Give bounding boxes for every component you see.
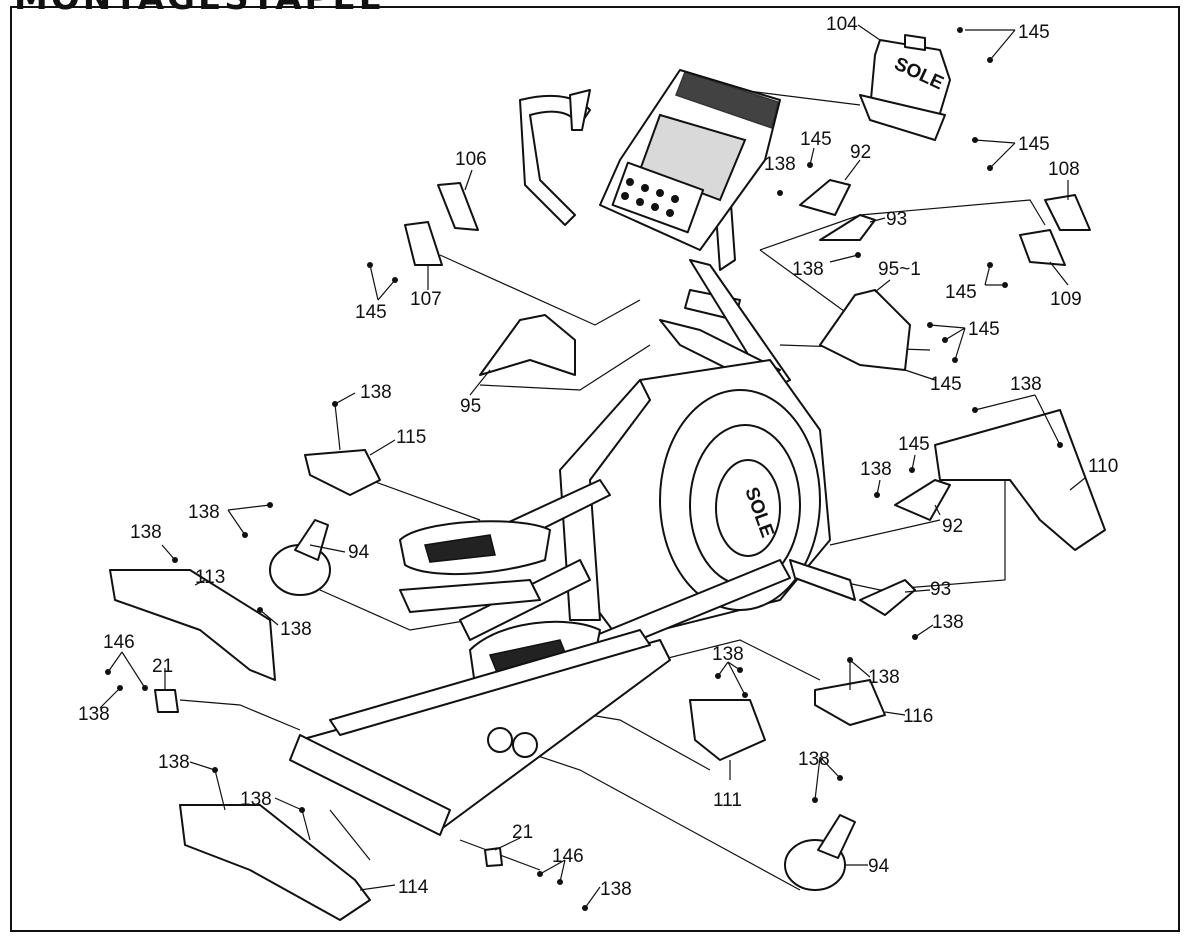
- callout-138: 138: [188, 502, 220, 523]
- callout-94: 94: [348, 542, 370, 563]
- page-heading: MONTAGESTAPEL: [14, 0, 383, 18]
- part-21-right-bracket: [484, 847, 503, 867]
- callout-138: 138: [792, 259, 824, 280]
- part-21-left-bracket: [154, 689, 179, 713]
- base-rail: [289, 629, 671, 836]
- callout-138: 138: [280, 619, 312, 640]
- callout-138: 138: [600, 879, 632, 900]
- callout-107: 107: [410, 289, 442, 310]
- callout-145: 145: [945, 282, 977, 303]
- console-keypad: [611, 161, 705, 234]
- callout-145: 145: [930, 374, 962, 395]
- callout-138: 138: [130, 522, 162, 543]
- part-94-upper-cap: [269, 519, 331, 596]
- part-114-cover: [179, 804, 371, 921]
- callout-145: 145: [968, 319, 1000, 340]
- callout-21: 21: [152, 656, 173, 677]
- diagram-frame: [10, 6, 1180, 932]
- part-115-cap: [304, 449, 381, 496]
- part-111-cover: [689, 699, 766, 761]
- left-handlebar: [519, 89, 591, 226]
- callout-145: 145: [1018, 22, 1050, 43]
- connection-lines: [179, 89, 1046, 891]
- callout-92: 92: [850, 142, 871, 163]
- callout-145: 145: [800, 129, 832, 150]
- callout-138: 138: [932, 612, 964, 633]
- callout-110: 110: [1088, 456, 1118, 477]
- callout-138: 138: [712, 644, 744, 665]
- callout-146: 146: [552, 846, 584, 867]
- callout-145: 145: [898, 434, 930, 455]
- console: [599, 69, 781, 251]
- callout-95: 95: [460, 396, 481, 417]
- callout-145: 145: [355, 302, 387, 323]
- callout-138: 138: [158, 752, 190, 773]
- callout-108: 108: [1048, 159, 1080, 180]
- callout-138: 138: [78, 704, 110, 725]
- part-113-cover: [109, 569, 276, 681]
- part-92-upper-cover: [799, 179, 851, 216]
- callout-106: 106: [455, 149, 487, 170]
- callout-21: 21: [512, 822, 533, 843]
- part-109-cover: [1019, 229, 1066, 266]
- part-106-cover: [437, 182, 479, 231]
- callout-113: 113: [195, 567, 225, 588]
- callout-111: 111: [713, 790, 742, 811]
- callout-138: 138: [798, 749, 830, 770]
- callout-95-1: 95~1: [878, 259, 921, 280]
- callout-138: 138: [240, 789, 272, 810]
- part-108-cover: [1044, 194, 1091, 231]
- callout-104: 104: [826, 14, 858, 35]
- callout-leaders: [99, 24, 1086, 909]
- callout-94: 94: [868, 856, 890, 877]
- callout-92: 92: [942, 516, 963, 537]
- callout-93: 93: [886, 209, 907, 230]
- callout-145: 145: [1018, 134, 1050, 155]
- callout-93: 93: [930, 579, 951, 600]
- callout-labels: 104 145 145 145 138 92 93 138 108 109 14…: [78, 14, 1118, 900]
- callout-116: 116: [903, 706, 933, 727]
- part-93-lower-cover: [859, 579, 916, 616]
- front-stabilizer: [789, 559, 856, 601]
- callout-138: 138: [860, 459, 892, 480]
- callout-146: 146: [103, 632, 135, 653]
- part-92-lower-cover: [894, 479, 951, 521]
- flywheel: SOLE: [659, 389, 821, 611]
- callout-115: 115: [396, 427, 426, 448]
- callout-114: 114: [398, 877, 429, 898]
- callout-138: 138: [764, 154, 796, 175]
- part-107-cover: [404, 221, 443, 266]
- part-116-cap: [814, 679, 886, 726]
- part-95-1-shroud: [819, 289, 911, 371]
- callout-138: 138: [360, 382, 392, 403]
- part-93-upper-cover: [819, 214, 876, 241]
- part-104-console-bracket: [859, 34, 951, 141]
- callout-138: 138: [868, 667, 900, 688]
- callout-138: 138: [1010, 374, 1042, 395]
- callout-109: 109: [1050, 289, 1082, 310]
- part-94-lower-cap: [784, 814, 856, 891]
- upper-pedal: [399, 520, 551, 576]
- part-95-shroud: [479, 314, 576, 376]
